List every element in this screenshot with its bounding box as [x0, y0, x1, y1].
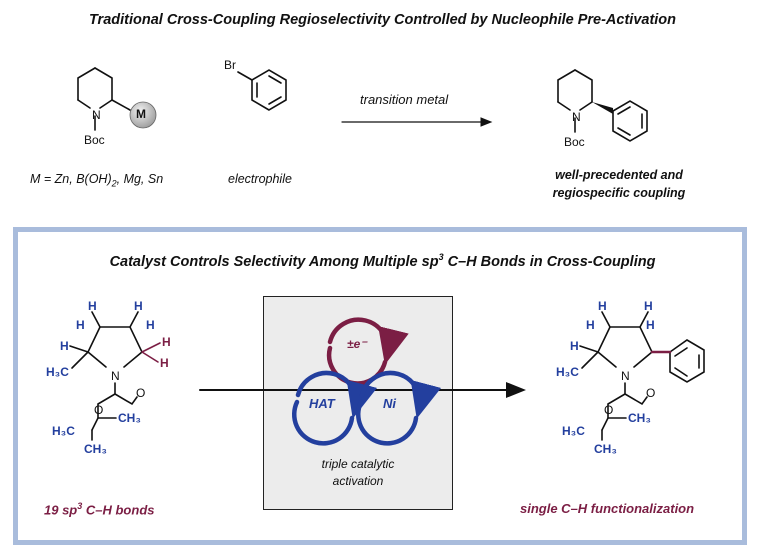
ether-o-label: O	[604, 403, 614, 417]
methyl-label: H₃C	[46, 365, 69, 379]
n-label: N	[111, 369, 120, 383]
catalysis-caption-1: triple catalytic	[321, 457, 395, 471]
methyl-label: H₃C	[556, 365, 579, 379]
top-title: Traditional Cross-Coupling Regioselectiv…	[88, 12, 677, 28]
electrophile-caption: electrophile	[228, 172, 292, 186]
h-label: H	[646, 318, 655, 332]
substrate-caption: 19 sp3 C–H bonds	[44, 501, 155, 518]
product-caption-2: regiospecific coupling	[552, 186, 686, 200]
substrate-ring	[69, 311, 161, 441]
carbonyl-o-label: O	[646, 386, 656, 400]
h-label-maroon: H	[162, 335, 171, 349]
product-wedge-bond	[592, 102, 613, 114]
h-label: H	[570, 339, 579, 353]
h-label: H	[60, 339, 69, 353]
product-n: N	[572, 110, 581, 124]
hat-cycle-arc	[295, 370, 378, 419]
ch3-label: CH₃	[594, 442, 617, 456]
product-ring	[557, 69, 648, 142]
arrow-label: transition metal	[360, 92, 449, 107]
nucleophile-ring	[77, 67, 131, 131]
catalysis-caption-2: activation	[332, 474, 384, 488]
ni-label: Ni	[383, 396, 396, 411]
hat-label: HAT	[309, 396, 335, 411]
metal-ball	[129, 101, 157, 129]
h-label: H	[644, 299, 653, 313]
h-label: H	[146, 318, 155, 332]
metal-symbol: M	[136, 107, 146, 121]
ni-cycle-arc	[359, 370, 442, 419]
h-label: H	[586, 318, 595, 332]
product-caption-1: well-precedented and	[555, 168, 683, 182]
h-label: H	[598, 299, 607, 313]
nucleophile-n: N	[92, 108, 101, 122]
h-label: H	[76, 318, 85, 332]
ni-cycle-arc-2	[355, 399, 419, 446]
bromobenzene-drawing	[237, 69, 287, 111]
redox-cycle-arc	[327, 317, 409, 365]
carbonyl-o-label: O	[136, 386, 146, 400]
h-label: H	[134, 299, 143, 313]
bottom-title: Catalyst Controls Selectivity Among Mult…	[109, 252, 656, 270]
h3c-label: H₃C	[562, 424, 585, 438]
ch3-label: CH₃	[118, 411, 141, 425]
h3c-label: H₃C	[52, 424, 75, 438]
hat-cycle-arc-2	[291, 399, 355, 446]
h-label: H	[88, 299, 97, 313]
product2-caption: single C–H functionalization	[520, 501, 695, 516]
product2-ring	[579, 311, 705, 441]
bromine-label: Br	[224, 58, 236, 72]
product-boc: Boc	[564, 135, 585, 149]
ch3-label: CH₃	[628, 411, 651, 425]
redox-label: ±e⁻	[347, 337, 367, 351]
ch3-label: CH₃	[84, 442, 107, 456]
ether-o-label: O	[94, 403, 104, 417]
nucleophile-boc: Boc	[84, 133, 105, 147]
metal-caption: M = Zn, B(OH)2, Mg, Sn	[30, 172, 164, 189]
h-label-maroon: H	[160, 356, 169, 370]
n-label: N	[621, 369, 630, 383]
